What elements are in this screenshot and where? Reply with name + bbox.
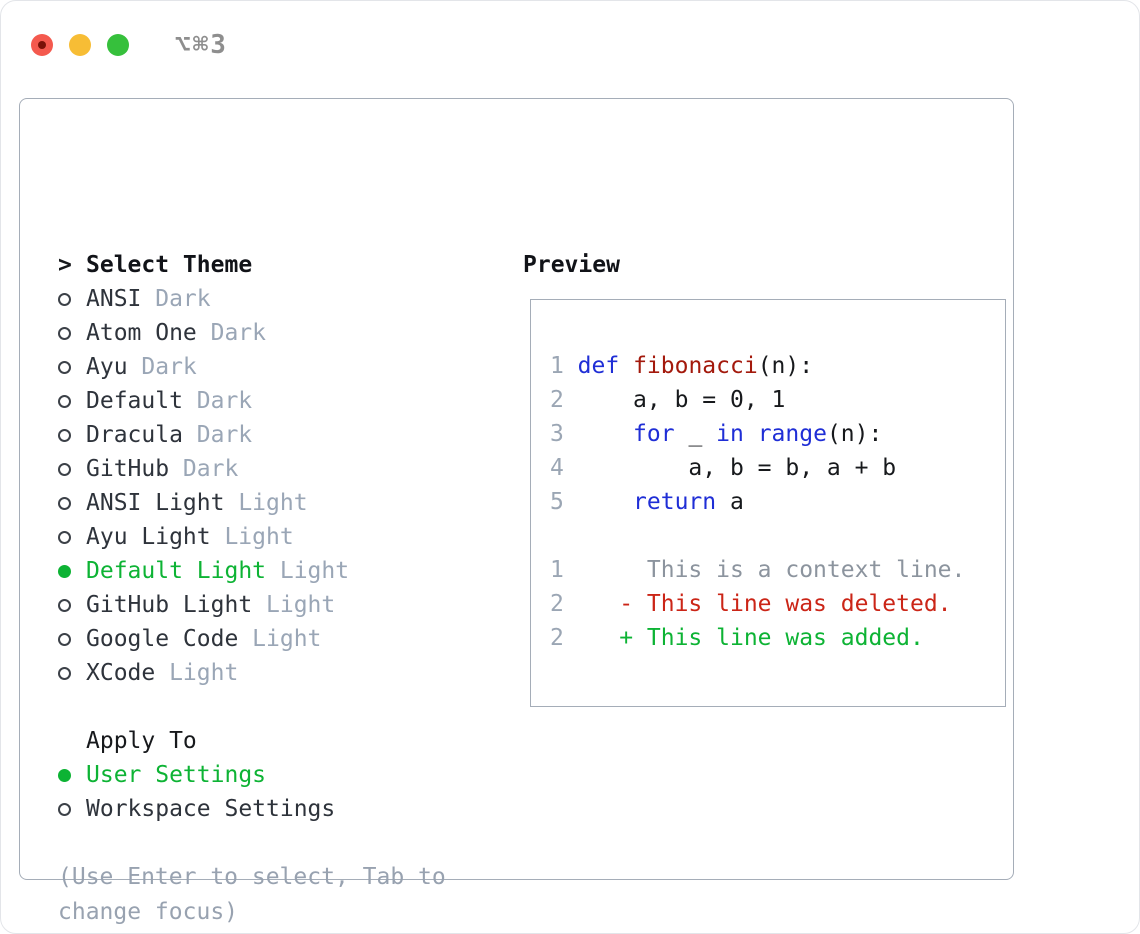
select-theme-title: Select Theme xyxy=(86,252,253,278)
radio-icon xyxy=(58,462,71,476)
preview-title: Preview xyxy=(523,252,620,278)
code-text: for _ in range(n): xyxy=(633,421,883,447)
code-line: 2 a, b = 0, 1 xyxy=(550,383,1005,417)
theme-option-github-light[interactable]: GitHub Light Light xyxy=(58,588,498,622)
radio-icon xyxy=(58,802,71,816)
code-text: return a xyxy=(633,489,744,515)
code-text: def fibonacci(n): xyxy=(577,353,814,379)
line-number: 4 xyxy=(550,455,564,481)
theme-name: ANSI xyxy=(86,286,142,312)
window-shortcut-label: ⌥⌘3 xyxy=(175,30,228,60)
theme-name: Default Light xyxy=(86,558,267,584)
apply-option-workspace-settings[interactable]: Workspace Settings xyxy=(58,792,498,826)
theme-variant-badge: Light xyxy=(252,626,322,652)
minimize-icon[interactable] xyxy=(69,34,91,56)
radio-icon xyxy=(58,564,71,578)
code-text: a, b = 0, 1 xyxy=(577,387,786,413)
theme-variant-badge: Dark xyxy=(155,286,211,312)
code-text: + This line was added. xyxy=(577,625,924,651)
spacer xyxy=(58,690,498,724)
line-number: 5 xyxy=(550,489,564,515)
radio-icon xyxy=(58,292,71,306)
theme-option-default-light[interactable]: Default Light Light xyxy=(58,554,498,588)
titlebar: ⌥⌘3 xyxy=(31,30,228,60)
focus-caret-icon: > xyxy=(58,252,72,278)
theme-option-dracula[interactable]: Dracula Dark xyxy=(58,418,498,452)
theme-name: Atom One xyxy=(86,320,197,346)
code-line: 2 + This line was added. xyxy=(550,621,1005,655)
code-text: - This line was deleted. xyxy=(577,591,952,617)
radio-icon xyxy=(58,360,71,374)
radio-icon xyxy=(58,598,71,612)
theme-variant-badge: Light xyxy=(169,660,239,686)
theme-name: Dracula xyxy=(86,422,183,448)
theme-variant-badge: Dark xyxy=(210,320,266,346)
line-number: 3 xyxy=(550,421,564,447)
radio-icon xyxy=(58,428,71,442)
line-number: 2 xyxy=(550,625,564,651)
theme-option-ayu-light[interactable]: Ayu Light Light xyxy=(58,520,498,554)
code-text: a, b = b, a + b xyxy=(577,455,897,481)
theme-variant-badge: Light xyxy=(224,524,294,550)
radio-icon xyxy=(58,632,71,646)
theme-option-xcode[interactable]: XCode Light xyxy=(58,656,498,690)
theme-variant-badge: Light xyxy=(266,592,336,618)
apply-to-header: Apply To xyxy=(58,724,498,758)
code-line: 2 - This line was deleted. xyxy=(550,587,1005,621)
line-number: 2 xyxy=(550,387,564,413)
theme-variant-badge: Dark xyxy=(141,354,197,380)
select-theme-header: > Select Theme xyxy=(58,248,498,282)
apply-option-user-settings[interactable]: User Settings xyxy=(58,758,498,792)
theme-name: Ayu Light xyxy=(86,524,211,550)
theme-option-default[interactable]: Default Dark xyxy=(58,384,498,418)
code-line: 5 return a xyxy=(550,485,1005,519)
code-line: 1 def fibonacci(n): xyxy=(550,349,1005,383)
theme-name: ANSI Light xyxy=(86,490,225,516)
radio-icon xyxy=(58,326,71,340)
theme-variant-badge: Light xyxy=(279,558,350,584)
theme-name: Google Code xyxy=(86,626,239,652)
theme-name: GitHub Light xyxy=(86,592,253,618)
code-text: This is a context line. xyxy=(577,557,966,583)
line-number: 1 xyxy=(550,557,564,583)
code-line: 3 for _ in range(n): xyxy=(550,417,1005,451)
code-line: 1 This is a context line. xyxy=(550,553,1005,587)
theme-variant-badge: Dark xyxy=(196,388,253,414)
code-line: 4 a, b = b, a + b xyxy=(550,451,1005,485)
theme-option-ansi[interactable]: ANSI Dark xyxy=(58,282,498,316)
theme-name: GitHub xyxy=(86,456,170,482)
zoom-icon[interactable] xyxy=(107,34,129,56)
apply-to-title: Apply To xyxy=(86,728,197,754)
theme-option-atom-one[interactable]: Atom One Dark xyxy=(58,316,498,350)
line-number: 1 xyxy=(550,353,564,379)
theme-variant-badge: Light xyxy=(238,490,308,516)
radio-icon xyxy=(58,394,71,408)
line-number: 2 xyxy=(550,591,564,617)
close-icon[interactable] xyxy=(31,34,53,56)
radio-icon xyxy=(58,768,71,782)
radio-icon xyxy=(58,666,71,680)
theme-variant-badge: Dark xyxy=(182,456,239,482)
apply-option-label: User Settings xyxy=(86,762,267,788)
radio-icon xyxy=(58,530,71,544)
help-text: (Use Enter to select, Tab to change focu… xyxy=(58,864,446,925)
radio-icon xyxy=(58,496,71,510)
theme-name: Default xyxy=(86,388,183,414)
theme-name: XCode xyxy=(86,660,156,686)
apply-option-label: Workspace Settings xyxy=(86,796,336,822)
theme-name: Ayu xyxy=(86,354,128,380)
theme-option-ansi-light[interactable]: ANSI Light Light xyxy=(58,486,498,520)
theme-variant-badge: Dark xyxy=(196,422,253,448)
theme-option-github[interactable]: GitHub Dark xyxy=(58,452,498,486)
theme-option-ayu[interactable]: Ayu Dark xyxy=(58,350,498,384)
code-line xyxy=(550,519,1005,553)
theme-option-google-code[interactable]: Google Code Light xyxy=(58,622,498,656)
